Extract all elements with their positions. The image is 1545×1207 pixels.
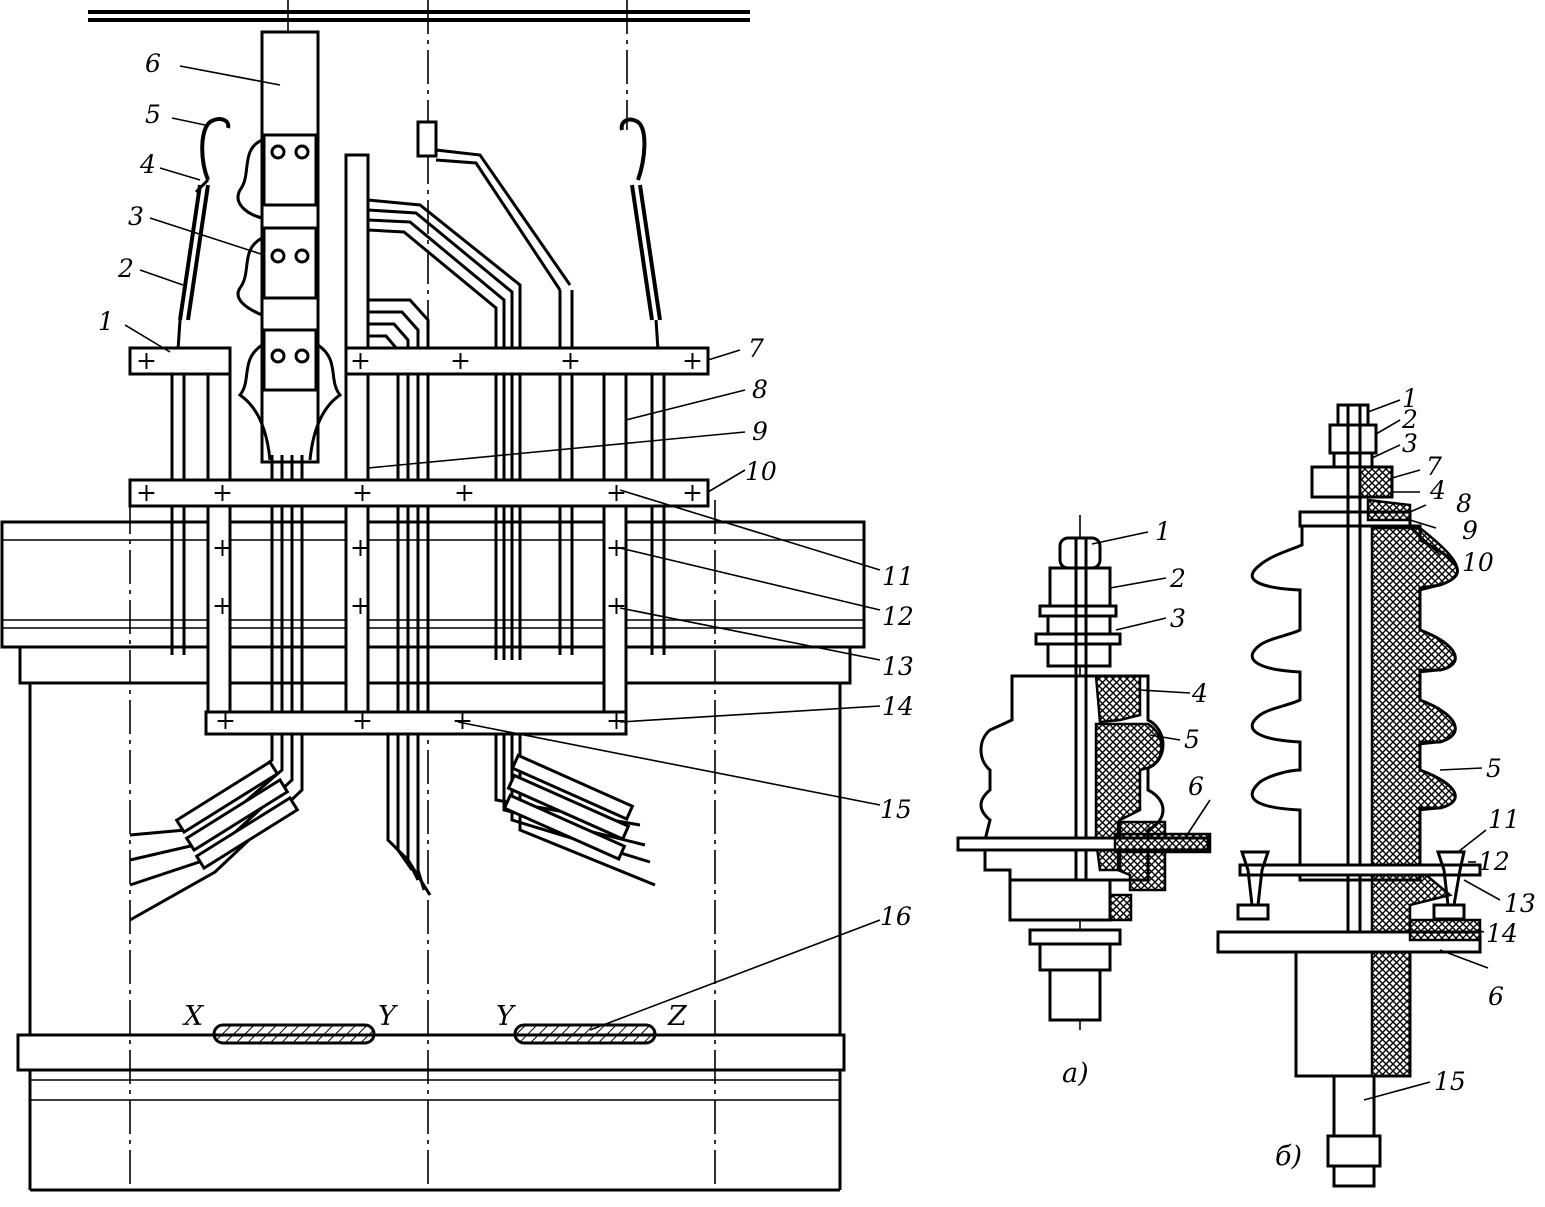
svg-text:+: + bbox=[352, 478, 373, 507]
label-3: 3 bbox=[128, 202, 144, 231]
svg-text:+: + bbox=[682, 346, 703, 375]
a-label-4: 4 bbox=[1191, 679, 1208, 708]
svg-text:+: + bbox=[560, 346, 581, 375]
terminal-y-left: Y bbox=[378, 1001, 398, 1032]
b-label-12: 12 bbox=[1478, 847, 1510, 876]
terminal-z: Z bbox=[667, 1001, 688, 1032]
main-view-labels: 6 5 4 3 2 1 7 8 9 10 11 12 13 14 15 16 X… bbox=[98, 49, 914, 1032]
label-8: 8 bbox=[752, 375, 768, 404]
b-label-9: 9 bbox=[1462, 516, 1478, 545]
b-label-10: 10 bbox=[1462, 548, 1494, 577]
b-label-4: 4 bbox=[1429, 476, 1446, 505]
svg-text:+: + bbox=[350, 533, 371, 562]
svg-text:+: + bbox=[452, 706, 473, 735]
svg-text:+: + bbox=[606, 478, 627, 507]
a-label-1: 1 bbox=[1155, 517, 1171, 546]
b-label-11: 11 bbox=[1488, 805, 1520, 834]
a-label-5: 5 bbox=[1184, 725, 1200, 754]
a-caption: а) bbox=[1062, 1058, 1089, 1089]
b-label-13: 13 bbox=[1504, 889, 1536, 918]
label-1: 1 bbox=[98, 307, 114, 336]
b-label-2: 2 bbox=[1401, 405, 1418, 434]
a-label-2: 2 bbox=[1169, 564, 1186, 593]
b-label-1: 1 bbox=[1402, 384, 1418, 413]
terminal-y-right: Y bbox=[496, 1001, 516, 1032]
lower-leads bbox=[129, 734, 656, 922]
b-label-7: 7 bbox=[1426, 452, 1442, 481]
label-11: 11 bbox=[882, 562, 914, 591]
label-12: 12 bbox=[882, 602, 914, 631]
yoke-and-tank bbox=[0, 520, 866, 1192]
svg-text:+: + bbox=[212, 533, 233, 562]
lead-bundle bbox=[367, 198, 522, 720]
bushing-view-a: 1 2 3 4 5 6 а) bbox=[956, 515, 1212, 1089]
label-15: 15 bbox=[880, 795, 912, 824]
tap-changer bbox=[236, 30, 343, 720]
label-13: 13 bbox=[882, 652, 914, 681]
svg-text:+: + bbox=[136, 346, 157, 375]
label-4: 4 bbox=[139, 150, 156, 179]
terminal-x: X bbox=[182, 1001, 205, 1032]
right-lead bbox=[416, 120, 572, 291]
b-label-6: 6 bbox=[1488, 982, 1504, 1011]
svg-text:+: + bbox=[454, 478, 475, 507]
svg-text:+: + bbox=[215, 706, 236, 735]
b-label-3: 3 bbox=[1402, 429, 1418, 458]
svg-text:+: + bbox=[450, 346, 471, 375]
svg-text:+: + bbox=[350, 591, 371, 620]
svg-text:+: + bbox=[606, 706, 627, 735]
a-label-3: 3 bbox=[1170, 604, 1186, 633]
svg-text:+: + bbox=[212, 478, 233, 507]
label-7: 7 bbox=[748, 334, 764, 363]
leader-lines bbox=[124, 65, 881, 1031]
main-view: + + + + + + + + + + + + + + + + + + + + … bbox=[0, 0, 914, 1192]
svg-text:+: + bbox=[352, 706, 373, 735]
b-label-15: 15 bbox=[1434, 1067, 1466, 1096]
label-2: 2 bbox=[117, 254, 134, 283]
label-6: 6 bbox=[145, 49, 161, 78]
label-9: 9 bbox=[752, 417, 768, 446]
winding-leads bbox=[212, 1023, 657, 1045]
b-label-8: 8 bbox=[1456, 489, 1472, 518]
lower-frame: + + + + bbox=[204, 706, 628, 736]
b-label-14: 14 bbox=[1486, 919, 1518, 948]
b-caption: б) bbox=[1275, 1141, 1302, 1172]
svg-text:+: + bbox=[136, 478, 157, 507]
label-14: 14 bbox=[882, 692, 914, 721]
suspension-hooks bbox=[176, 117, 662, 351]
label-10: 10 bbox=[745, 457, 777, 486]
crossbars: + + + + + + + + + + + + + + + + + bbox=[128, 346, 710, 620]
bushing-view-b: 1 2 3 7 4 8 9 10 5 11 12 13 14 6 15 б) bbox=[1216, 384, 1536, 1188]
a-label-6: 6 bbox=[1188, 772, 1204, 801]
svg-text:+: + bbox=[212, 591, 233, 620]
label-16: 16 bbox=[880, 902, 912, 931]
label-5: 5 bbox=[145, 100, 161, 129]
svg-text:+: + bbox=[682, 478, 703, 507]
svg-text:+: + bbox=[350, 346, 371, 375]
svg-text:+: + bbox=[606, 533, 627, 562]
b-label-5: 5 bbox=[1486, 754, 1502, 783]
svg-text:+: + bbox=[606, 591, 627, 620]
